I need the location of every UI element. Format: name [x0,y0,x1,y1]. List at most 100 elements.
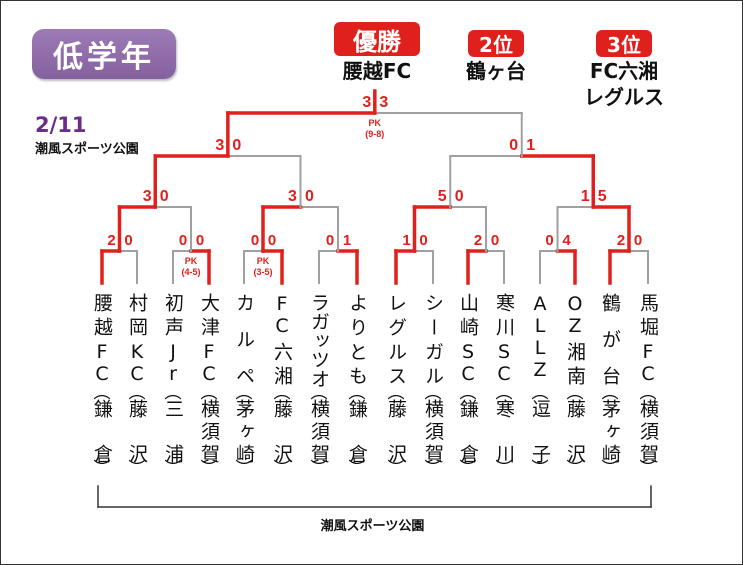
team-name: よりとも [346,293,368,385]
champion-team: 腰越FC [342,59,412,83]
team-area: 横須賀 [198,399,220,463]
team-area: 茅ヶ崎 [599,399,621,463]
paren-close-icon: ︶ [128,459,146,479]
third-place-label: 3位 [596,30,652,57]
team-area-group: ︵鎌倉︶ [455,383,481,479]
score-left: 2 [474,232,482,249]
paren-open-icon: ︵ [310,383,328,403]
score-right: 0 [634,232,642,249]
team-entry: 馬堀FC︵横須賀︶ [635,293,661,478]
paren-close-icon: ︶ [387,459,405,479]
paren-open-icon: ︵ [495,383,513,403]
score-left: 3 [143,188,152,205]
third-place-team-1: FC六湘 [589,59,659,83]
paren-close-icon: ︶ [235,459,253,479]
paren-open-icon: ︵ [387,383,405,403]
score-left: 0 [326,232,334,249]
paren-open-icon: ︵ [566,383,584,403]
team-area: 横須賀 [308,399,330,463]
team-area: 鎌倉 [91,399,113,463]
score-left: 3 [362,94,371,111]
pk-label: PK [369,118,382,128]
score-right: 5 [598,188,607,205]
paren-open-icon: ︵ [164,383,182,403]
team-name: FC六湘 [271,293,293,385]
team-name: 馬堀FC [637,293,659,385]
team-name: 村岡KC [126,293,148,385]
score-right: 0 [419,232,427,249]
score-left: 5 [438,188,447,205]
team-area-group: ︵横須賀︶ [635,385,661,478]
score-right: 1 [343,232,351,249]
team-entry: OZ湘南︵藤沢︶ [562,293,588,478]
third-place-team-2: レグルス [584,85,664,109]
pk-label: PK [257,256,270,266]
team-name: レグルス [385,293,407,385]
team-area-group: ︵三浦︶ [160,383,186,478]
score-left: 0 [179,232,187,249]
paren-close-icon: ︶ [459,459,477,479]
team-name: 大津FC [198,293,220,385]
team-name: 初声Jr [162,293,184,385]
paren-close-icon: ︶ [531,459,549,479]
paren-close-icon: ︶ [273,459,291,479]
team-name: カルペ [233,293,255,385]
team-entry: 寒川SC︵寒川︶ [491,293,517,479]
match-date: 2/11 [35,113,87,137]
score-left: 0 [545,232,553,249]
team-entry: ラガッツオ︵横須賀︶ [306,293,332,479]
team-area-group: ︵藤沢︶ [383,383,409,479]
team-area-group: ︵藤沢︶ [562,383,588,478]
team-entry: 村岡KC︵藤沢︶ [124,293,150,479]
second-place-team: 鶴ヶ台 [466,59,526,83]
score-left: 0 [509,137,518,154]
score-left: 1 [402,232,410,249]
team-area-group: ︵横須賀︶ [306,383,332,479]
pk-score: (3-5) [253,267,272,277]
team-name: 寒川SC [493,293,515,385]
team-area: 藤沢 [564,399,586,463]
paren-open-icon: ︵ [459,383,477,403]
team-area-group: ︵鎌倉︶ [344,385,370,478]
score-right: 0 [124,232,132,249]
team-area-group: ︵藤沢︶ [124,383,150,479]
second-place-label: 2位 [468,30,524,57]
team-entry: レグルス︵藤沢︶ [383,293,409,479]
team-area-group: ︵逗子︶ [527,383,553,479]
team-area-group: ︵寒川︶ [491,383,517,479]
team-area: 茅ヶ崎 [233,399,255,463]
team-name: 腰越FC [91,293,113,385]
team-entry: ALLZ︵逗子︶ [527,293,553,479]
paren-open-icon: ︵ [273,383,291,403]
team-area: 藤沢 [126,399,148,463]
team-area: 三浦 [162,399,184,463]
paren-open-icon: ︵ [531,383,549,403]
team-entry: 大津FC︵横須賀︶ [196,293,222,478]
division-badge: 低学年 [32,29,176,79]
paren-open-icon: ︵ [601,383,619,403]
paren-close-icon: ︶ [601,459,619,479]
paren-close-icon: ︶ [310,459,328,479]
score-right: 1 [526,137,535,154]
paren-open-icon: ︵ [424,383,442,403]
team-entry: 腰越FC︵鎌倉︶ [89,293,115,478]
paren-open-icon: ︵ [200,383,218,403]
team-area: 逗子 [529,399,551,463]
paren-open-icon: ︵ [128,383,146,403]
champion-label: 優勝 [334,22,420,56]
score-right: 0 [455,188,464,205]
paren-open-icon: ︵ [235,383,253,403]
team-area: 横須賀 [422,399,444,463]
paren-close-icon: ︶ [495,459,513,479]
score-right: 0 [160,188,169,205]
team-entry: カルペ︵茅ヶ崎︶ [231,293,257,479]
team-entry: シーガル︵横須賀︶ [420,293,446,478]
team-area: 鎌倉 [457,399,479,463]
team-name: 鶴が台 [599,293,621,385]
team-name: ラガッツオ [308,293,330,388]
pk-label: PK [185,256,198,266]
score-left: 2 [107,232,115,249]
score-right: 0 [491,232,499,249]
team-area-group: ︵茅ヶ崎︶ [597,383,623,479]
